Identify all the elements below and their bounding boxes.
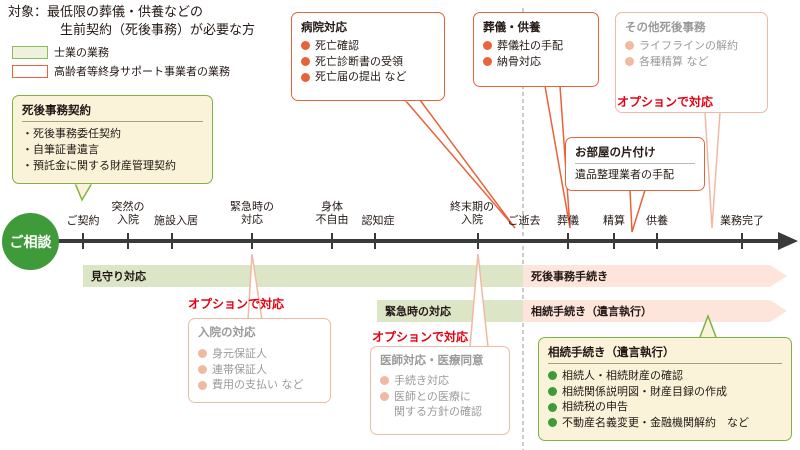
hospital-box-pointer xyxy=(404,99,516,229)
inheritance-item-2: 相続関係説明図・財産目録の作成 xyxy=(548,384,782,400)
timeline-label-terminal: 終末期の入院 xyxy=(450,200,494,227)
bullet-dot xyxy=(625,41,634,51)
timeline-label-emergency: 緊急時の対応 xyxy=(230,200,274,227)
timeline-label-funeral: 葬儀 xyxy=(557,214,579,227)
contract-box: 死後事務契約 ・死後事務委任契約 ・自筆証書遺言 ・預託金に関する財産管理契約 xyxy=(12,95,213,184)
inheritance-box-pointer xyxy=(699,313,717,338)
contract-box-pointer xyxy=(73,182,94,202)
bullet-dot xyxy=(198,380,207,390)
emergency-band-shape xyxy=(377,300,528,322)
medical-box-pointer xyxy=(469,253,489,348)
bullet-dot xyxy=(483,41,492,51)
watch-band-shape xyxy=(83,265,528,287)
timeline-arrow-head xyxy=(778,232,798,250)
timeline-label-facility: 施設入居 xyxy=(154,214,198,227)
other-box-title: その他死後事務 xyxy=(625,20,706,34)
inheritance-item-1: 相続人・相続財産の確認 xyxy=(548,368,782,384)
bullet-dot xyxy=(548,402,557,412)
post-death-band-label: 死後事務手続き xyxy=(531,270,608,283)
timeline-label-disabled: 身体不自由 xyxy=(315,200,349,227)
option-label-top: オプションで対応 xyxy=(617,95,714,109)
legend-swatch-green xyxy=(12,46,48,60)
legend-item-lawyer: 士業の業務 xyxy=(12,46,230,60)
hospital-box-title: 病院対応 xyxy=(301,20,347,34)
admission-item-3: 費用の支払い など xyxy=(198,377,321,393)
bullet-dot xyxy=(483,56,492,66)
other-item-2: 各種精算 など xyxy=(625,54,758,70)
hospital-item-1: 死亡確認 xyxy=(301,38,435,54)
option-label-low: オプションで対応 xyxy=(372,330,469,344)
timeline-label-settlement: 精算 xyxy=(603,214,625,227)
contract-box-title: 死後事務契約 xyxy=(22,102,203,122)
funeral-item-1: 葬儀社の手配 xyxy=(483,38,589,54)
emergency-band-label: 緊急時の対応 xyxy=(385,305,451,318)
bullet-dot xyxy=(380,391,389,401)
admission-item-2: 連帯保証人 xyxy=(198,362,321,378)
inheritance-box-title: 相続手続き（遺言執行） xyxy=(548,344,782,364)
funeral-box-title: 葬儀・供養 xyxy=(483,20,541,34)
inheritance-band-shape xyxy=(523,300,787,322)
timeline-ticks xyxy=(82,233,743,249)
contract-item-1: ・死後事務委任契約 xyxy=(22,127,121,140)
inheritance-box: 相続手続き（遺言執行） 相続人・相続財産の確認 相続関係説明図・財産目録の作成 … xyxy=(538,337,792,441)
inheritance-band-label: 相続手続き（遺言執行） xyxy=(531,305,652,318)
hospital-item-2: 死亡診断書の受領 xyxy=(301,54,435,70)
medical-box: 医師対応・医療同意 手続き対応 医師との医療に 関する方針の確認 xyxy=(370,346,510,435)
bullet-dot xyxy=(198,364,207,374)
bullet-dot xyxy=(380,376,389,386)
hospital-item-3: 死亡届の提出 など xyxy=(301,69,435,85)
inheritance-item-3: 相続税の申告 xyxy=(548,399,782,415)
medical-box-title: 医師対応・医療同意 xyxy=(380,353,484,367)
timeline-label-dementia: 認知症 xyxy=(361,214,395,227)
hospital-box: 病院対応 死亡確認 死亡診断書の受領 死亡届の提出 など xyxy=(291,12,445,101)
medical-item-1: 手続き対応 xyxy=(380,373,500,389)
bullet-dot xyxy=(198,349,207,359)
room-box: お部屋の片付け 遺品整理業者の手配 xyxy=(565,137,705,191)
target-line-1: 対象：最低限の葬儀・供養などの xyxy=(8,5,204,20)
admission-item-1: 身元保証人 xyxy=(198,346,321,362)
consult-button: ご相談 xyxy=(2,213,59,270)
admission-box: 入院の対応 身元保証人 連帯保証人 費用の支払い など xyxy=(188,318,331,403)
funeral-box: 葬儀・供養 葬儀社の手配 納骨対応 xyxy=(473,12,599,87)
timeline-label-contract: ご契約 xyxy=(66,214,100,227)
legend-label-lawyer: 士業の業務 xyxy=(54,46,109,59)
timeline-label-memorial: 供養 xyxy=(646,214,668,227)
bullet-dot xyxy=(548,371,557,381)
room-box-title: お部屋の片付け xyxy=(575,144,695,164)
funeral-item-2: 納骨対応 xyxy=(483,54,589,70)
legend-label-support: 高齢者等終身サポート事業者の業務 xyxy=(54,64,230,78)
target-description: 対象：最低限の葬儀・供養などの 生前契約（死後事務）が必要な方 xyxy=(8,4,255,39)
room-box-pointer xyxy=(629,189,646,233)
timeline-label-sudden-admission: 突然の入院 xyxy=(111,200,145,227)
timeline-label-death: ご逝去 xyxy=(507,214,541,227)
room-box-text: 遺品整理業者の手配 xyxy=(575,168,674,181)
bullet-dot xyxy=(301,41,310,51)
other-box: その他死後事務 ライフラインの解約 各種精算 など xyxy=(615,12,768,113)
contract-item-2: ・自筆証書遺言 xyxy=(22,142,99,156)
inheritance-item-4: 不動産名義変更・金融機関解約 など xyxy=(548,415,782,431)
admission-box-title: 入院の対応 xyxy=(198,325,256,339)
post-death-band-shape xyxy=(523,265,787,287)
watch-band-label: 見守り対応 xyxy=(91,270,146,283)
legend-swatch-orange xyxy=(12,65,48,79)
medical-item-2: 医師との医療に xyxy=(380,389,500,405)
bullet-dot xyxy=(301,72,310,82)
bullet-dot xyxy=(301,56,310,66)
bullet-dot xyxy=(548,418,557,428)
other-box-pointer xyxy=(704,111,721,229)
timeline-label-complete: 業務完了 xyxy=(720,214,764,227)
bullet-dot xyxy=(548,386,557,396)
funeral-box-pointer xyxy=(544,85,571,229)
contract-item-3: ・預託金に関する財産管理契約 xyxy=(22,158,176,172)
target-line-2: 生前契約（死後事務）が必要な方 xyxy=(60,22,256,38)
legend-item-support: 高齢者等終身サポート事業者の業務 xyxy=(12,65,230,79)
option-label-mid: オプションで対応 xyxy=(188,297,285,311)
legend: 士業の業務 高齢者等終身サポート事業者の業務 xyxy=(12,46,230,79)
medical-item-3: 関する方針の確認 xyxy=(394,405,482,419)
admission-box-pointer xyxy=(247,253,263,321)
other-item-1: ライフラインの解約 xyxy=(625,38,758,54)
bullet-dot xyxy=(625,56,634,66)
